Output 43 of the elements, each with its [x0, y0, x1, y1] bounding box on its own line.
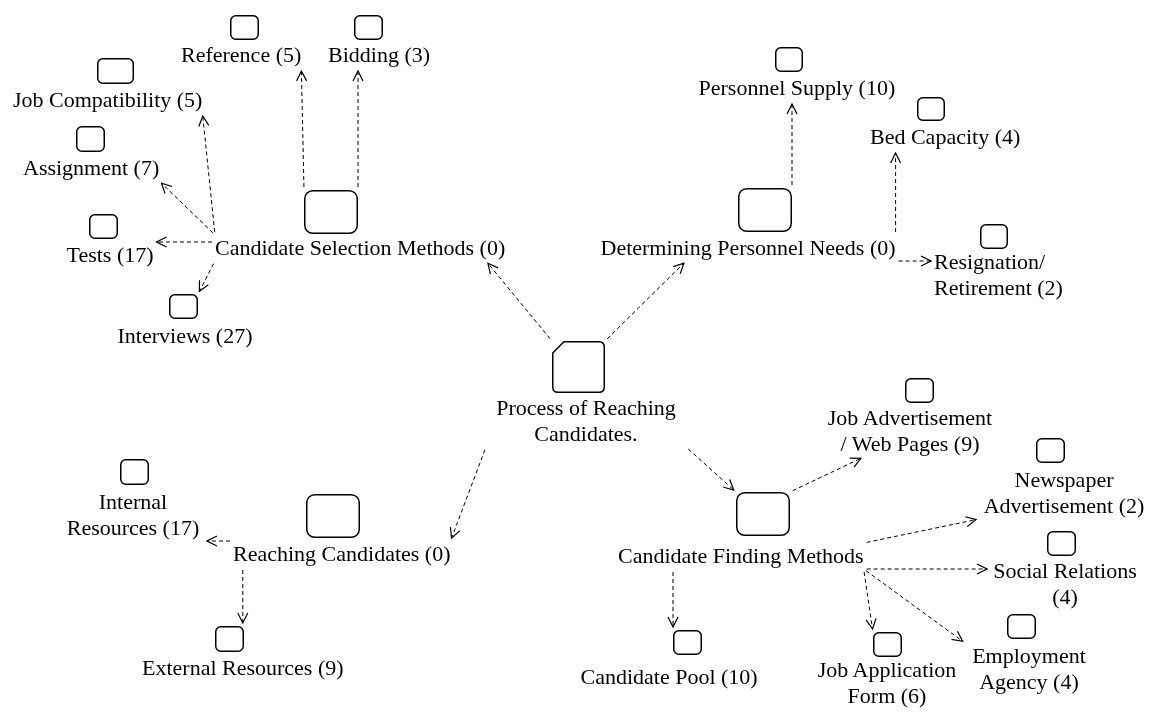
node-label: Bed Capacity (4) — [870, 124, 1021, 150]
node-label: Newspaper Advertisement (2) — [982, 467, 1146, 519]
node-label: Candidate Finding Methods — [618, 543, 864, 569]
node-label: Tests (17) — [66, 242, 154, 268]
dashed-arrow — [866, 563, 988, 575]
node-label: External Resources (9) — [142, 655, 344, 681]
node-label: Resignation/ Retirement (2) — [934, 249, 1064, 301]
dashed-arrow — [792, 457, 862, 492]
node-label: Candidate Pool (10) — [580, 664, 758, 690]
node-label: Personnel Supply (10) — [698, 75, 896, 101]
dashed-arrow — [296, 70, 308, 188]
dashed-arrow — [865, 570, 964, 642]
node-label: Determining Personnel Needs (0) — [600, 235, 896, 261]
dashed-arrow — [198, 115, 216, 233]
dashed-arrow — [487, 262, 551, 340]
dashed-arrow — [786, 103, 798, 186]
node-label: Job Compatibility (5) — [13, 87, 203, 113]
node-label: Interviews (27) — [117, 323, 253, 349]
node-label: Reference (5) — [181, 42, 302, 68]
dashed-arrow — [687, 448, 735, 491]
dashed-arrow — [866, 516, 977, 543]
node-label: Candidate Selection Methods (0) — [215, 235, 506, 261]
dashed-arrow — [160, 182, 214, 234]
node-label: Process of Reaching Candidates. — [495, 395, 677, 447]
dashed-arrow — [667, 571, 679, 628]
dashed-arrow — [449, 449, 486, 539]
dashed-arrow — [155, 236, 213, 248]
node-label: Social Relations (4) — [992, 558, 1138, 610]
dashed-arrow — [890, 152, 902, 233]
node-label: Assignment (7) — [23, 155, 160, 181]
dashed-arrow — [352, 70, 364, 188]
dashed-arrow — [198, 263, 215, 292]
node-label: Internal Resources (17) — [65, 489, 201, 541]
node-label: Job Advertisement / Web Pages (9) — [826, 405, 994, 457]
node-label: Employment Agency (4) — [971, 643, 1087, 695]
dashed-arrow — [606, 262, 685, 340]
dashed-arrow — [237, 569, 249, 624]
node-label: Bidding (3) — [328, 42, 431, 68]
dashed-arrow — [863, 571, 877, 630]
dashed-arrow — [898, 255, 932, 267]
node-label: Job Application Form (6) — [816, 657, 958, 709]
dashed-arrow — [206, 535, 231, 547]
node-label: Reaching Candidates (0) — [233, 541, 451, 567]
